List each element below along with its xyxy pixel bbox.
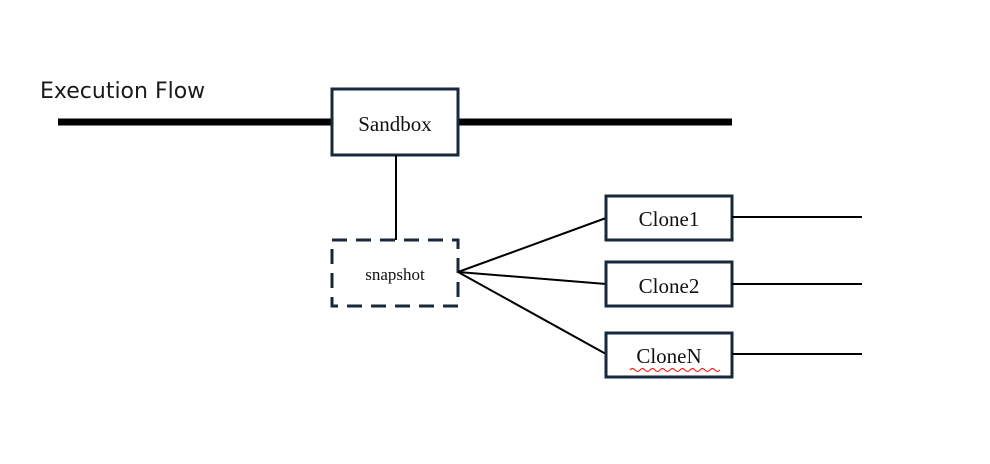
snapshot-clone2-connector (457, 271, 607, 285)
clone2-label: Clone2 (639, 274, 700, 298)
clone-node: Clone2 (604, 260, 862, 308)
spellcheck-underline (629, 367, 721, 373)
diagram-title: Execution Flow (40, 79, 205, 104)
snapshot-clone1-connector (457, 217, 607, 273)
clone2-box (604, 260, 734, 308)
snapshot-node: snapshot (330, 238, 460, 308)
clone1-label: Clone1 (639, 207, 700, 231)
snapshot-label: snapshot (365, 265, 425, 284)
sandbox-label: Sandbox (358, 112, 432, 136)
sandbox-node: Sandbox (330, 87, 460, 157)
clone-node: CloneN (604, 331, 862, 379)
clone1-box (604, 194, 734, 242)
cloneN-label: CloneN (636, 344, 701, 368)
snapshot-cloneN-connector (457, 271, 607, 355)
clone-node: Clone1 (604, 194, 862, 242)
